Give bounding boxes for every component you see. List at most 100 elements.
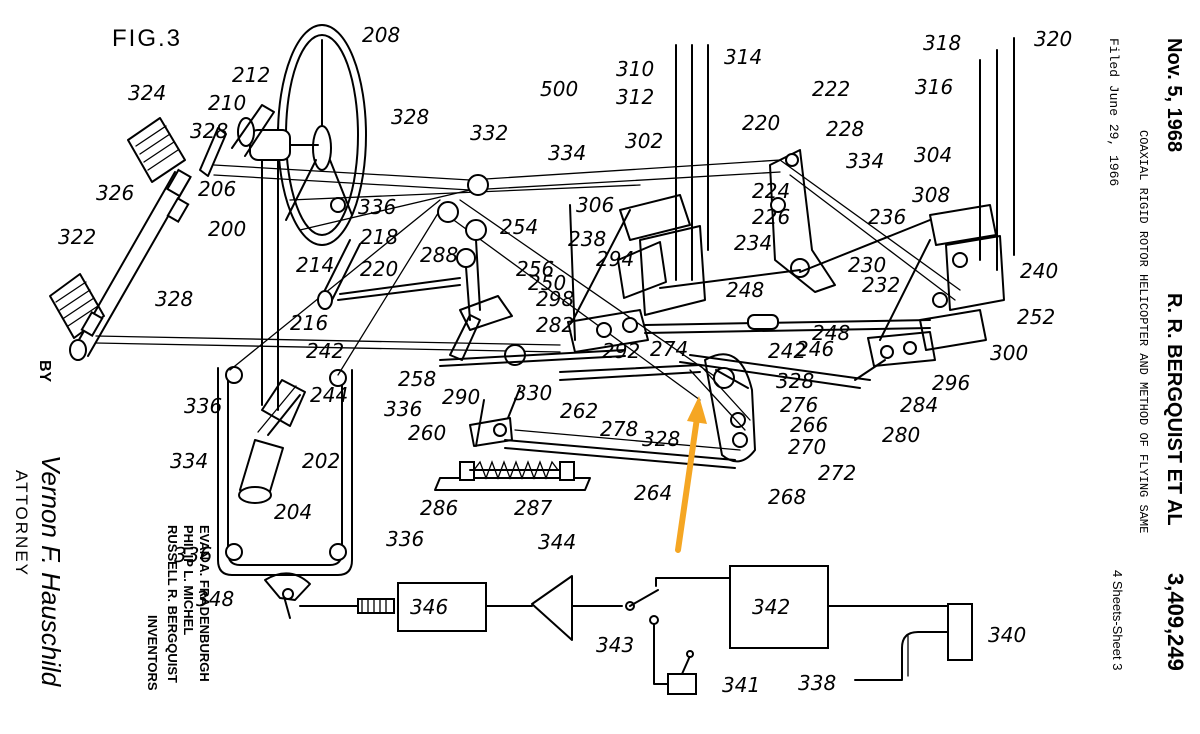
rotor-control-rods (675, 37, 1015, 281)
reference-numeral: 306 (576, 193, 614, 217)
reference-numeral: 230 (848, 253, 886, 277)
reference-numeral: 206 (198, 177, 236, 201)
reference-numeral: 258 (398, 367, 436, 391)
reference-numeral: 284 (900, 393, 938, 417)
reference-numeral: 332 (470, 121, 508, 145)
reference-numeral: 312 (616, 85, 654, 109)
reference-numeral: 210 (208, 91, 246, 115)
reference-numeral: 298 (536, 287, 574, 311)
collective-unit (238, 379, 306, 504)
reference-numeral: 328 (391, 105, 429, 129)
reference-numeral: 287 (514, 496, 552, 520)
control-column (231, 104, 319, 411)
reference-numeral: 324 (128, 81, 166, 105)
mechanism-drawing (49, 24, 1015, 695)
reference-numeral: 336 (184, 394, 222, 418)
reference-numeral: 242 (306, 339, 344, 363)
reference-numeral: 266 (790, 413, 828, 437)
reference-numeral: 234 (734, 231, 772, 255)
attorney-role: ATTORNEY (12, 470, 31, 577)
reference-numeral: 276 (780, 393, 818, 417)
figure-title: FIG.3 (112, 25, 182, 52)
reference-numeral: 288 (420, 243, 458, 267)
reference-numeral: 240 (1020, 259, 1058, 283)
reference-numeral: 328 (642, 427, 680, 451)
reference-numeral: 338 (798, 671, 836, 695)
yaw-rods (317, 239, 461, 310)
inventors-block: INVENTORS RUSSELL R. BERGQUIST PHILIP L.… (145, 525, 212, 691)
inventor-name-3: EVAN A. FRADENBURGH (197, 525, 212, 682)
header-title: COAXIAL RIGID ROTOR HELICOPTER AND METHO… (1136, 130, 1150, 533)
reference-numeral: 348 (196, 587, 234, 611)
reference-numeral: 328 (190, 119, 228, 143)
reference-numeral: 264 (634, 481, 672, 505)
inventor-name-1: RUSSELL R. BERGQUIST (165, 525, 180, 683)
inventors-heading: INVENTORS (145, 615, 160, 691)
reference-numeral: 336 (386, 527, 424, 551)
reference-numeral: 256 (516, 257, 554, 281)
quadrant (689, 353, 756, 463)
reference-numeral: 216 (290, 311, 328, 335)
attorney-by: BY (36, 360, 53, 383)
bellcrank (659, 149, 931, 293)
reference-numeral: 341 (722, 673, 760, 697)
reference-numeral: 224 (752, 179, 790, 203)
reference-numeral: 334 (548, 141, 586, 165)
header-patent-number: 3,409,249 (1163, 573, 1188, 671)
reference-numeral: 302 (625, 129, 663, 153)
reference-numeral: 500 (540, 77, 578, 101)
reference-numeral: 252 (1017, 305, 1055, 329)
reference-numeral: 270 (788, 435, 826, 459)
control-sticks (439, 219, 626, 367)
header-inventors: R. R. BERGQUIST ET AL (1163, 293, 1185, 526)
reference-numeral: 310 (616, 57, 654, 81)
annotation-arrow-shaft (675, 415, 700, 553)
reference-numeral: 268 (768, 485, 806, 509)
reference-numeral: 328 (155, 287, 193, 311)
reference-numeral: 242 (768, 339, 806, 363)
left-frame (217, 366, 353, 576)
annotation-arrow-head (687, 396, 707, 424)
reference-numeral: 322 (58, 225, 96, 249)
trim-spring (434, 460, 591, 491)
reference-numeral: 248 (726, 278, 764, 302)
patent-header: Nov. 5, 1968 R. R. BERGQUIST ET AL 3,409… (1106, 38, 1188, 671)
long-rods (559, 314, 931, 389)
reference-numeral: 236 (868, 205, 906, 229)
reference-numeral: 254 (500, 215, 538, 239)
reference-numeral: 336 (174, 543, 212, 567)
steering-wheel (257, 24, 367, 246)
reference-numeral: 228 (826, 117, 864, 141)
reference-numeral: 336 (358, 195, 396, 219)
reference-numeral: 250 (528, 271, 566, 295)
reference-numeral: 248 (812, 321, 850, 345)
reference-numeral: 326 (96, 181, 134, 205)
reference-numeral: 290 (442, 385, 480, 409)
reference-numeral: 202 (302, 449, 340, 473)
reference-numeral: 260 (408, 421, 446, 445)
reference-numeral: 218 (360, 225, 398, 249)
reference-numeral: 208 (362, 23, 400, 47)
left-swash-assembly (567, 194, 706, 353)
reference-numeral: 280 (882, 423, 920, 447)
reference-numeral: 294 (596, 247, 634, 271)
reference-numeral: 220 (742, 111, 780, 135)
reference-numeral: 274 (650, 337, 688, 361)
reference-numeral: 334 (170, 449, 208, 473)
header-filed: Filed June 29, 1966 (1106, 38, 1121, 186)
reference-numeral: 246 (796, 337, 834, 361)
reference-numeral: 286 (420, 496, 458, 520)
annotation-arrow (675, 396, 707, 553)
right-swash-assembly (854, 204, 1005, 381)
reference-numeral: 220 (360, 257, 398, 281)
header-sheet: 4 Sheets-Sheet 3 (1110, 570, 1125, 670)
reference-numeral: 346 (410, 595, 448, 619)
reference-numeral: 272 (818, 461, 856, 485)
pedals (49, 117, 227, 361)
reference-numeral: 342 (752, 595, 790, 619)
reference-numeral: 262 (560, 399, 598, 423)
reference-numeral: 292 (602, 339, 640, 363)
reference-numeral: 200 (208, 217, 246, 241)
